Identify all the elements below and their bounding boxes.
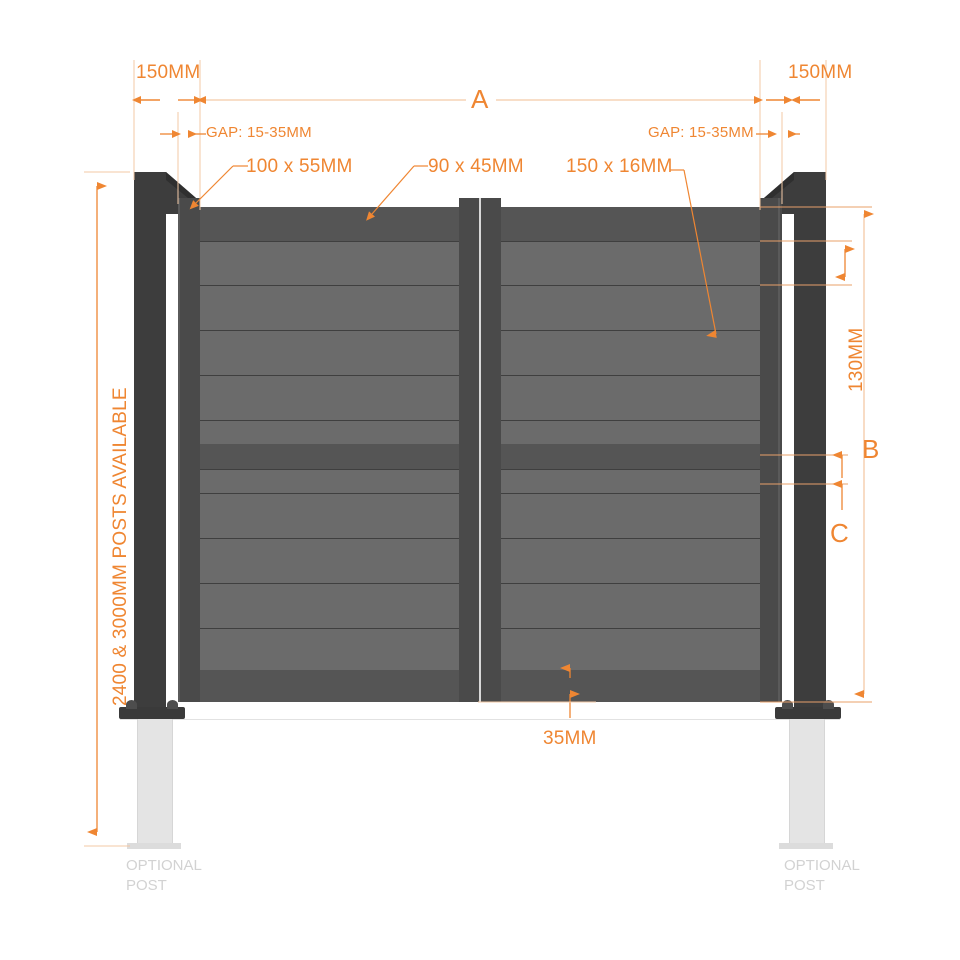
label-gap-left: GAP: 15-35MM <box>206 124 312 141</box>
base-plate-left <box>119 707 185 719</box>
gate-stile-left-highlight <box>178 198 180 702</box>
left-leaf-slat-4 <box>200 375 459 421</box>
right-leaf-slat-2 <box>501 285 760 331</box>
label-slat-height: 130MM <box>846 327 867 392</box>
right-leaf-bottom-rail <box>501 670 760 702</box>
left-leaf-slat-7 <box>200 493 459 539</box>
left-leaf-slat-9 <box>200 583 459 629</box>
left-leaf-slat-10 <box>200 628 459 671</box>
right-leaf-slat-6 <box>501 469 760 494</box>
label-gate-height: B <box>862 434 880 464</box>
left-leaf-slat-1 <box>200 241 459 286</box>
right-leaf-slat-4 <box>501 375 760 421</box>
left-leaf-mid-rail <box>200 444 459 469</box>
left-leaf-slat-8 <box>200 538 459 584</box>
optional-post-left-line1: OPTIONAL <box>126 857 202 874</box>
left-leaf-slat-3 <box>200 330 459 376</box>
label-post-section: 100 x 55MM <box>246 156 353 177</box>
optional-post-right-line2: POST <box>784 877 825 894</box>
right-leaf-slat-7 <box>501 493 760 539</box>
label-post-width-right: 150MM <box>788 62 853 83</box>
gate-centre-gap <box>479 198 481 702</box>
optional-post-left-line2: POST <box>126 877 167 894</box>
base-bolt-left-a <box>126 700 137 709</box>
gate-stile-left <box>178 198 200 702</box>
gate-centre-stile-right <box>481 198 501 702</box>
gate-centre-stile-left <box>459 198 479 702</box>
right-leaf-slat-5 <box>501 420 760 445</box>
gate-stile-right-highlight <box>778 198 780 702</box>
label-ground-clearance: 35MM <box>543 728 597 749</box>
right-leaf-top-rail <box>501 207 760 241</box>
right-leaf-mid-rail <box>501 444 760 469</box>
gate-stile-right <box>760 198 782 702</box>
optional-post-right-line1: OPTIONAL <box>784 857 860 874</box>
optional-post-right-foot <box>779 843 833 849</box>
optional-post-left-foot <box>127 843 181 849</box>
base-bolt-left-b <box>167 700 178 709</box>
right-leaf-slat-3 <box>501 330 760 376</box>
label-post-availability: 2400 & 3000MM POSTS AVAILABLE <box>110 387 131 706</box>
label-overall-width: A <box>471 84 489 114</box>
label-slat-section: 150 x 16MM <box>566 156 673 177</box>
right-leaf-slat-10 <box>501 628 760 671</box>
optional-post-right <box>789 718 825 846</box>
main-post-left <box>134 172 166 707</box>
base-bolt-right-a <box>782 700 793 709</box>
right-leaf-slat-1 <box>501 241 760 286</box>
base-bolt-right-b <box>823 700 834 709</box>
right-leaf-slat-9 <box>501 583 760 629</box>
left-leaf-top-rail <box>200 207 459 241</box>
left-leaf-slat-5 <box>200 420 459 445</box>
label-gap-right: GAP: 15-35MM <box>648 124 754 141</box>
left-leaf-slat-6 <box>200 469 459 494</box>
label-frame-section: 90 x 45MM <box>428 156 524 177</box>
base-plate-right <box>775 707 841 719</box>
left-leaf-bottom-rail <box>200 670 459 702</box>
label-post-width-left: 150MM <box>136 62 201 83</box>
optional-post-left <box>137 718 173 846</box>
main-post-right <box>794 172 826 707</box>
right-leaf-slat-8 <box>501 538 760 584</box>
label-lower-height: C <box>830 518 849 548</box>
left-leaf-slat-2 <box>200 285 459 331</box>
ground-line <box>120 719 840 720</box>
